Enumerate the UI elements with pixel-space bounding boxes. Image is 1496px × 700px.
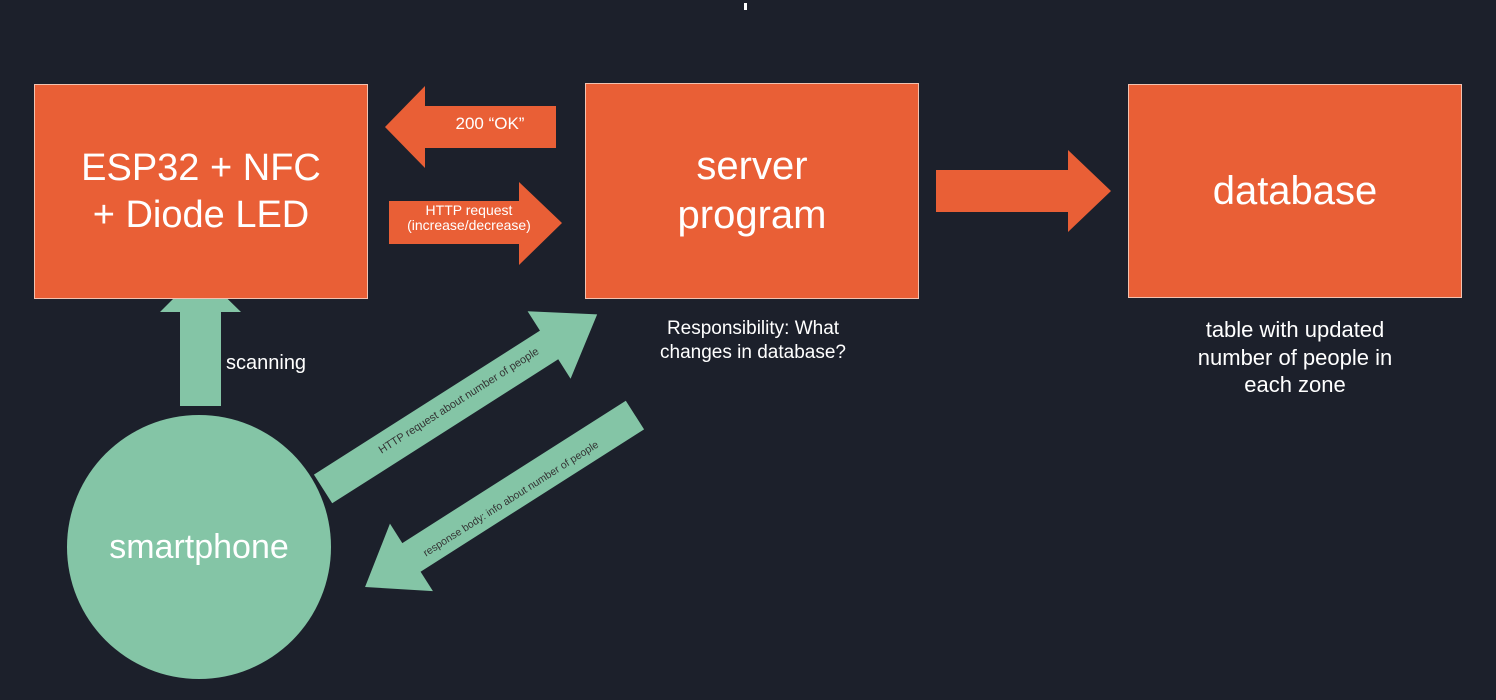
ok-response-label: 200 “OK” <box>455 114 525 133</box>
esp32-label: ESP32 + NFC + Diode LED <box>81 147 321 236</box>
http-update-label: HTTP request (increase/decrease) <box>407 202 531 234</box>
ok-response-arrow <box>385 86 556 168</box>
http-update-arrow <box>389 182 562 265</box>
scanning-label: scanning <box>226 352 307 374</box>
cropped-title-fragment <box>742 0 756 10</box>
server-node: server program <box>585 83 919 299</box>
scanning-arrow <box>160 272 241 406</box>
smartphone-node: smartphone <box>67 415 331 679</box>
smartphone-label: smartphone <box>109 527 289 566</box>
http-query-arrow <box>313 311 598 504</box>
server-label: server program <box>677 144 827 237</box>
database-node: database <box>1128 84 1462 298</box>
database-label: database <box>1212 168 1378 213</box>
server-caption: Responsibility: What changes in database… <box>660 318 846 363</box>
esp32-node: ESP32 + NFC + Diode LED <box>34 84 368 299</box>
response-body-arrow <box>365 400 645 592</box>
database-caption: table with updated number of people in e… <box>1197 317 1393 397</box>
server-to-database-arrow <box>936 150 1111 232</box>
